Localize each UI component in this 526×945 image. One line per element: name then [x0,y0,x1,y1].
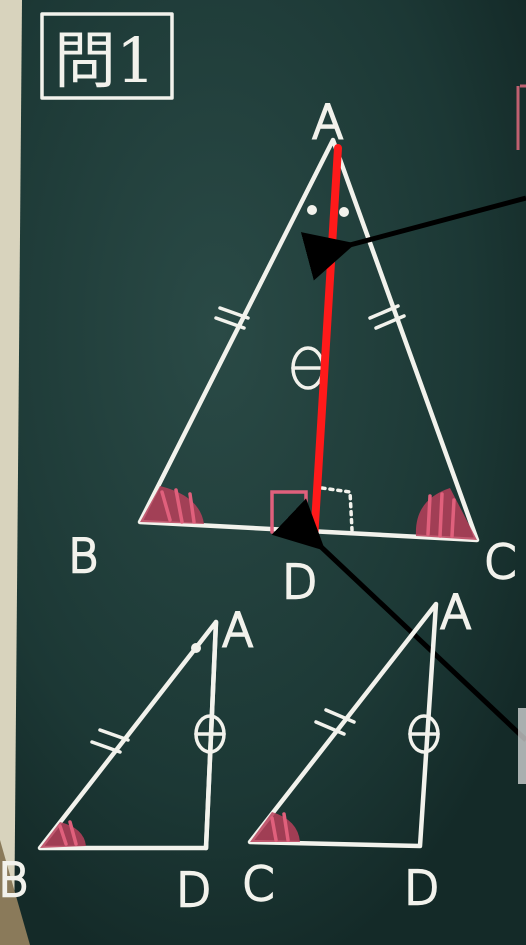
label-D-main: D [282,555,317,609]
label-A-right: A [440,585,471,639]
board-frame [0,0,22,945]
label-D-left: D [176,863,211,917]
sub-triangle-ABD [37,619,226,851]
label-C-main: C [484,535,516,589]
label-B-main: B [68,529,98,583]
title-box [40,12,174,100]
arrow-to-AD [300,195,526,281]
label-A-main: A [312,95,343,149]
title-text: 問1 [54,24,155,97]
label-D-right: D [404,861,439,915]
label-C-right: C [242,857,274,911]
board-surface [10,0,526,945]
sub-triangle-ACD [247,601,440,849]
arrow-to-D [271,498,526,742]
label-B-left: B [0,853,28,907]
highlighted-segment-AD [310,144,342,544]
label-A-left: A [222,603,253,657]
